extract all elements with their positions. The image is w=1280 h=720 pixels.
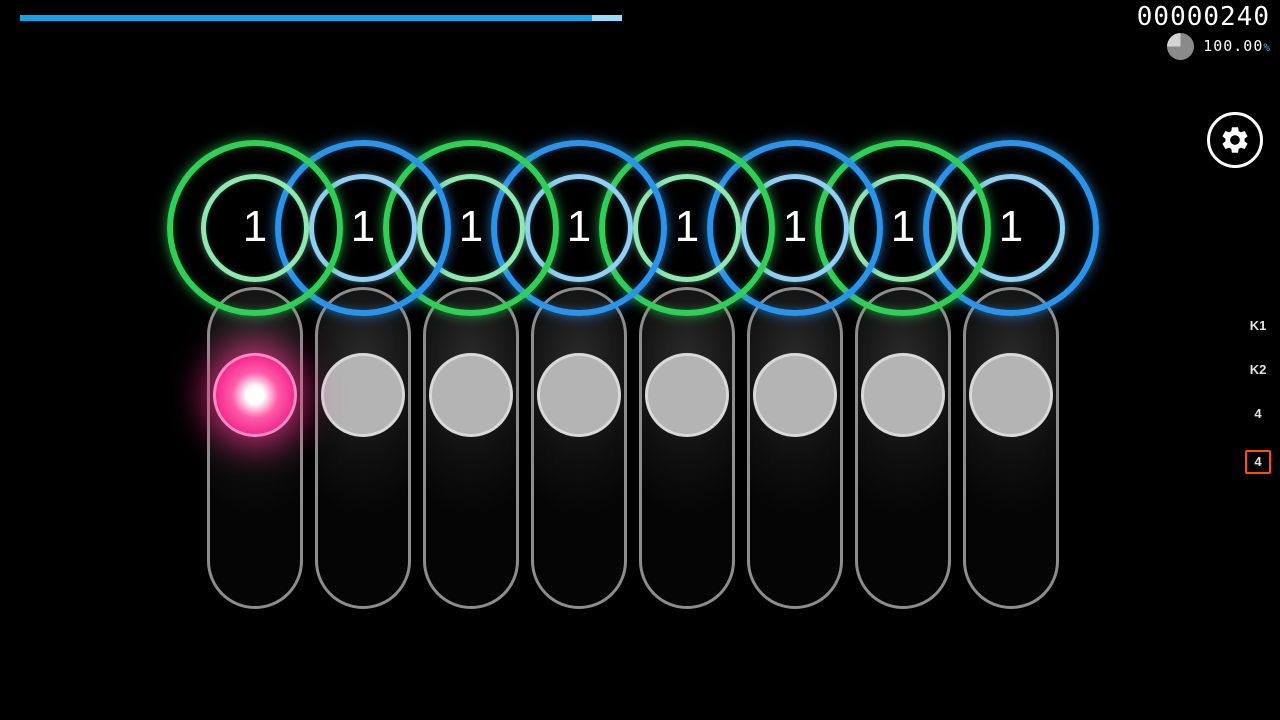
song-progress-tip: [592, 15, 622, 21]
key-overlay: K1 K2 4 4: [1238, 318, 1278, 474]
accuracy-row: 100.00%: [1167, 33, 1270, 60]
key-pill[interactable]: [855, 287, 951, 609]
combo-number: 1: [458, 202, 484, 251]
combo-number: 1: [566, 202, 592, 251]
song-progress-bar: [20, 15, 622, 21]
combo-number: 1: [674, 202, 700, 251]
lane: 1: [383, 0, 559, 720]
key-button[interactable]: [645, 353, 729, 437]
key-button[interactable]: [213, 353, 297, 437]
key-pill[interactable]: [963, 287, 1059, 609]
approach-ring-outer: [167, 140, 343, 316]
key-indicator-4: 4: [1245, 450, 1271, 474]
lane: 1: [599, 0, 775, 720]
key-pill[interactable]: [315, 287, 411, 609]
key-button[interactable]: [861, 353, 945, 437]
combo-number: 1: [890, 202, 916, 251]
key-indicator-k1: K1: [1250, 318, 1267, 334]
lane: 1: [167, 0, 343, 720]
accuracy-value: 100.00: [1203, 37, 1264, 55]
key-button[interactable]: [537, 353, 621, 437]
settings-button[interactable]: [1207, 112, 1263, 168]
key-indicator-k2: K2: [1250, 362, 1267, 378]
combo-number: 1: [998, 202, 1024, 251]
accuracy-percent-sign: %: [1263, 41, 1270, 54]
combo-number: 1: [782, 202, 808, 251]
key-pill[interactable]: [207, 287, 303, 609]
key-indicator-label: K1: [1249, 318, 1267, 333]
key-indicator-label: 4: [1254, 454, 1262, 469]
lane: 1: [815, 0, 991, 720]
lane: 1: [707, 0, 883, 720]
key-button[interactable]: [753, 353, 837, 437]
score-display: 00000240: [1136, 2, 1270, 32]
lane: 1: [275, 0, 451, 720]
key-indicator-label: 4: [1254, 406, 1262, 421]
pie-gauge-icon: [1167, 33, 1195, 60]
hit-circle-ring: 1: [201, 174, 309, 282]
combo-number: 1: [242, 202, 268, 251]
key-pill[interactable]: [747, 287, 843, 609]
key-button[interactable]: [969, 353, 1053, 437]
combo-number: 1: [350, 202, 376, 251]
lane: 1: [491, 0, 667, 720]
key-indicator-3: 4: [1254, 406, 1261, 422]
key-button[interactable]: [429, 353, 513, 437]
key-pill[interactable]: [423, 287, 519, 609]
key-pill[interactable]: [639, 287, 735, 609]
key-button[interactable]: [321, 353, 405, 437]
lane: 1: [923, 0, 1099, 720]
gear-icon: [1219, 124, 1251, 156]
key-indicator-label: K2: [1249, 362, 1267, 377]
key-pill[interactable]: [531, 287, 627, 609]
